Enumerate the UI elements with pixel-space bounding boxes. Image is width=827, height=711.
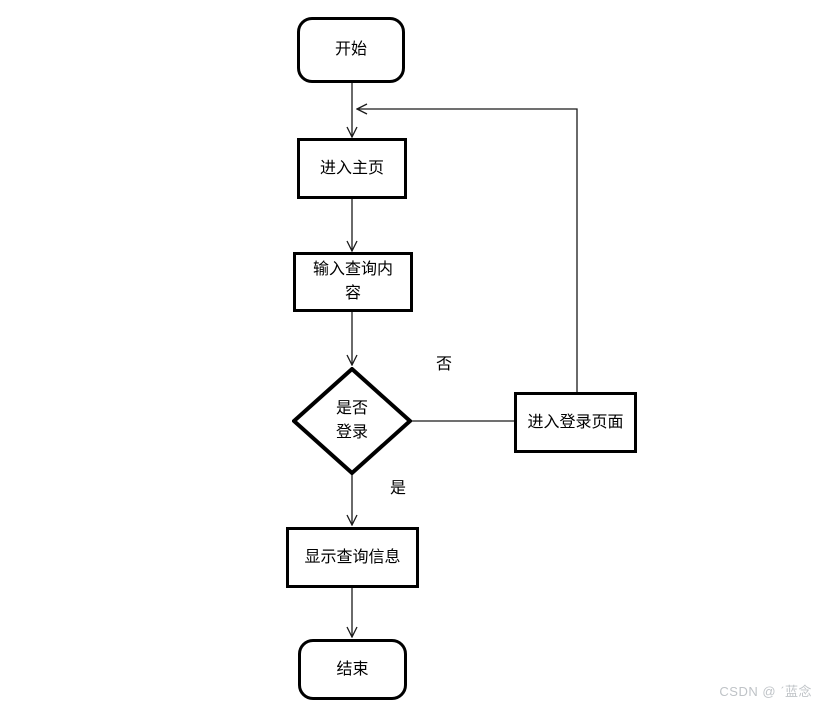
edge-label-no: 否 bbox=[436, 356, 453, 373]
node-show-query-info: 显示查询信息 bbox=[286, 527, 419, 588]
node-enter-home: 进入主页 bbox=[297, 138, 407, 199]
node-enter-login-page-label: 进入登录页面 bbox=[527, 413, 624, 431]
node-login-decision: 是否 登录 bbox=[292, 367, 412, 475]
node-enter-login-page: 进入登录页面 bbox=[514, 392, 637, 453]
decision-diamond-outline bbox=[292, 367, 412, 475]
node-show-query-info-label: 显示查询信息 bbox=[304, 548, 401, 566]
edge-login-back-to-home bbox=[357, 109, 578, 392]
node-start: 开始 bbox=[297, 17, 405, 83]
decision-diamond-shape bbox=[292, 367, 412, 475]
node-end: 结束 bbox=[298, 639, 407, 700]
node-input-query-label: 输入查询内 容 bbox=[312, 261, 393, 302]
node-input-query: 输入查询内 容 bbox=[293, 252, 413, 312]
node-end-label: 结束 bbox=[336, 660, 369, 678]
node-login-decision-label: 是否 登录 bbox=[335, 400, 368, 441]
edge-label-yes: 是 bbox=[390, 480, 407, 497]
node-enter-home-label: 进入主页 bbox=[319, 159, 384, 177]
node-start-label: 开始 bbox=[334, 41, 367, 58]
watermark-text: CSDN @ ˊ蓝念 bbox=[719, 684, 812, 699]
